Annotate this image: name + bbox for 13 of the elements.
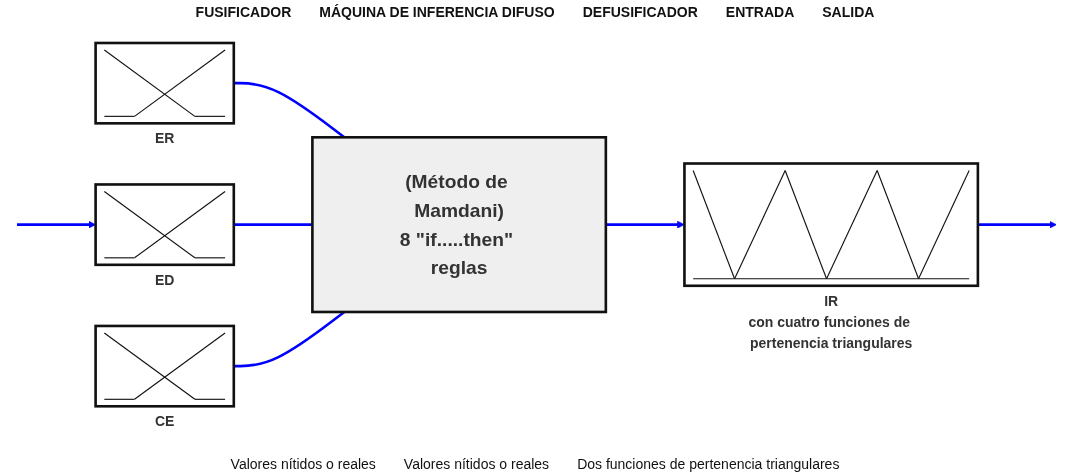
section-heading: ENTRADA xyxy=(725,4,795,20)
note-text: Dos funciones de pertenencia triangulares xyxy=(577,456,840,472)
node-label: ED xyxy=(154,272,175,288)
note-text: Valores nítidos o reales xyxy=(403,456,550,472)
note-text: Valores nítidos o reales xyxy=(230,456,376,472)
node-label: IR xyxy=(824,293,839,309)
node-label: con cuatro funciones de pertenencia triangulares xyxy=(748,314,913,351)
section-heading: SALIDA xyxy=(822,4,875,20)
node-label: CE xyxy=(154,414,175,430)
section-heading: MÁQUINA DE INFERENCIA DIFUSO xyxy=(319,4,555,20)
section-heading: FUSIFICADOR xyxy=(195,4,292,20)
node-label: ER xyxy=(154,131,175,147)
section-heading: DEFUSIFICADOR xyxy=(582,4,698,20)
